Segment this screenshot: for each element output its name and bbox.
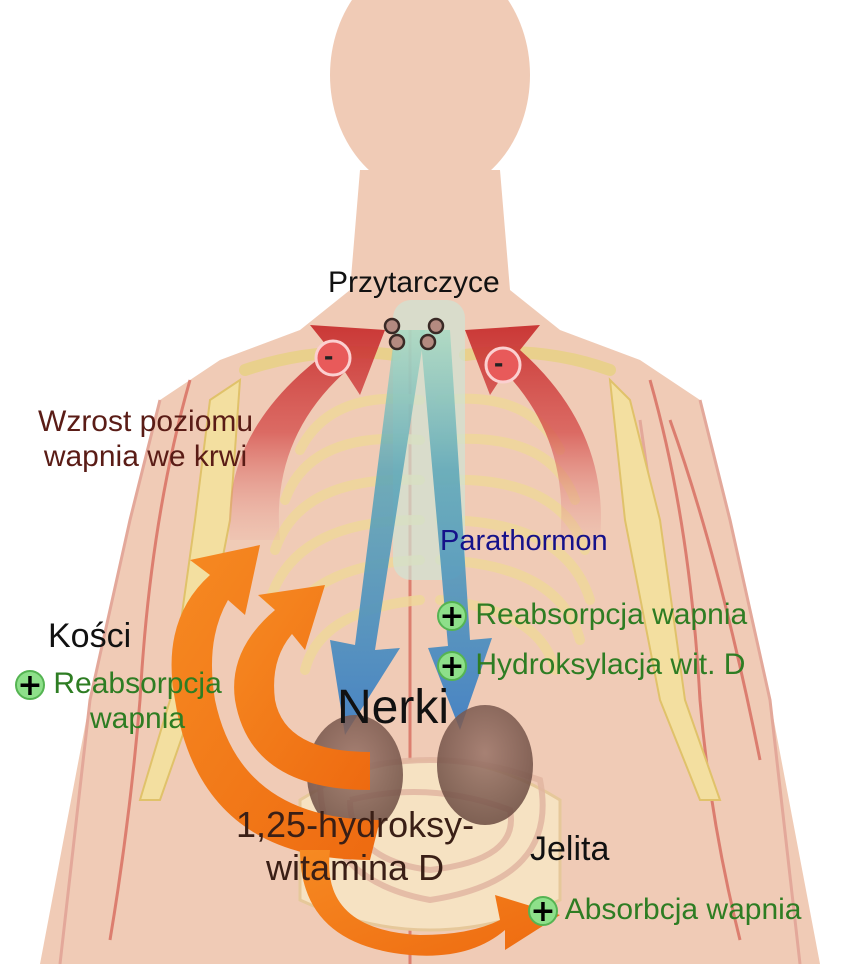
plus-icon: + bbox=[15, 670, 45, 700]
label-parathyroids: Przytarczyce bbox=[328, 266, 500, 301]
effect-text: Absorbcja wapnia bbox=[565, 893, 802, 926]
label-hormone: Parathormon bbox=[440, 525, 608, 558]
label-intestine: Jelita bbox=[530, 830, 609, 869]
minus-icon: - bbox=[324, 340, 333, 372]
plus-icon: + bbox=[437, 601, 467, 631]
effect-text: Hydroksylacja wit. D bbox=[475, 648, 745, 681]
label-kidneys: Nerki bbox=[337, 680, 449, 735]
effect-text: Reabsorpcja wapnia bbox=[475, 598, 747, 631]
plus-icon: + bbox=[437, 651, 467, 681]
label-bones: Kości bbox=[48, 617, 131, 656]
kidney-effect-reabsorption: + Reabsorpcja wapnia bbox=[437, 598, 747, 633]
intestine-effect: + Absorbcja wapnia bbox=[528, 893, 802, 928]
label-vitamin-d: 1,25-hydroksy- witamina D bbox=[236, 803, 474, 889]
plus-icon: + bbox=[528, 896, 558, 926]
kidney-effect-hydroxylation: + Hydroksylacja wit. D bbox=[437, 648, 745, 683]
minus-icon: - bbox=[494, 347, 503, 379]
effect-text: Reabsorpcja wapnia bbox=[53, 667, 221, 736]
bone-effect: + Reabsorpcja wapnia bbox=[15, 667, 222, 736]
label-blood-calcium: Wzrost poziomu wapnia we krwi bbox=[38, 405, 253, 474]
